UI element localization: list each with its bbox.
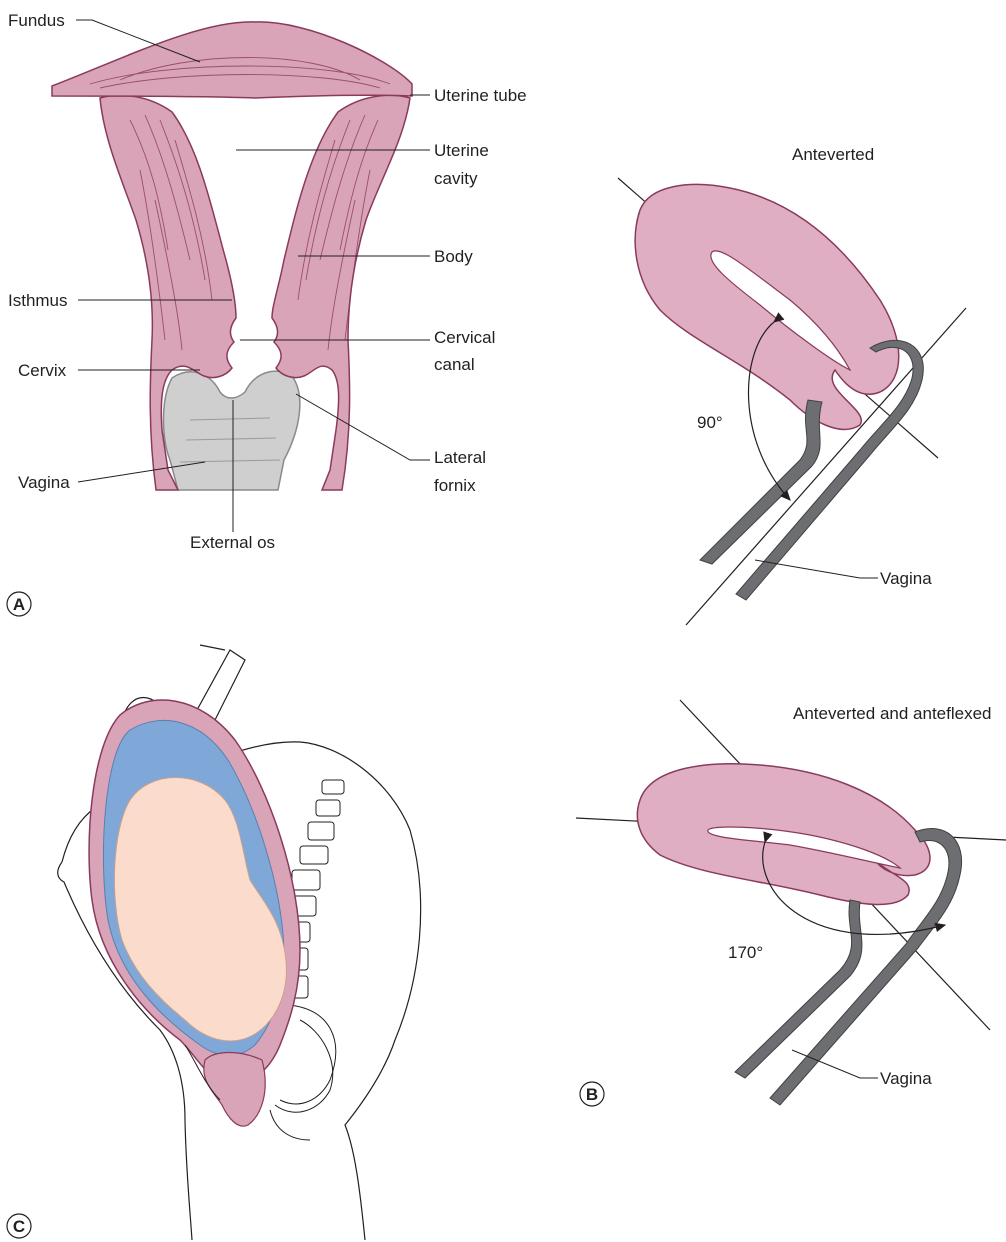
label-body: Body (434, 247, 473, 266)
panel-b-marker: B (580, 1082, 604, 1106)
cervix-pelvis (204, 1053, 265, 1127)
panel-c-letter: C (13, 1217, 25, 1236)
angle-label-170: 170° (728, 943, 763, 962)
label-uterine-tube: Uterine tube (434, 86, 527, 105)
panel-a-marker: A (7, 592, 31, 616)
panel-b-anteflexed: Anteverted and anteflexed 170° Vagina B (576, 700, 1006, 1106)
label-lateral-fornix-line1: Lateral (434, 448, 486, 467)
label-cervix: Cervix (18, 361, 67, 380)
label-uterine-cavity-line1: Uterine (434, 141, 489, 160)
label-fundus: Fundus (8, 11, 65, 30)
label-uterine-cavity-line2: cavity (434, 169, 478, 188)
title-anteverted: Anteverted (792, 145, 874, 164)
panel-b-anteverted: Anteverted 90° Vagina (618, 145, 966, 625)
vaginal-fornix-shape (164, 371, 300, 490)
panel-c: C (7, 645, 421, 1240)
panel-b-letter: B (586, 1085, 598, 1104)
panel-a-letter: A (13, 595, 25, 614)
label-cervical-canal-line1: Cervical (434, 328, 495, 347)
label-isthmus: Isthmus (8, 291, 68, 310)
label-cervical-canal-line2: canal (434, 355, 475, 374)
angle-label-90: 90° (697, 413, 723, 432)
panel-a: Fundus Uterine tube Uterine cavity Body … (7, 11, 527, 616)
panel-c-marker: C (7, 1214, 31, 1238)
vaginal-wall-anteflexed-front (735, 900, 862, 1078)
label-vagina: Vagina (18, 473, 70, 492)
label-external-os: External os (190, 533, 275, 552)
title-anteverted-anteflexed: Anteverted and anteflexed (793, 704, 991, 723)
label-lateral-fornix-line2: fornix (434, 476, 476, 495)
label-vagina-anteverted: Vagina (880, 569, 932, 588)
label-vagina-anteflexed: Vagina (880, 1069, 932, 1088)
